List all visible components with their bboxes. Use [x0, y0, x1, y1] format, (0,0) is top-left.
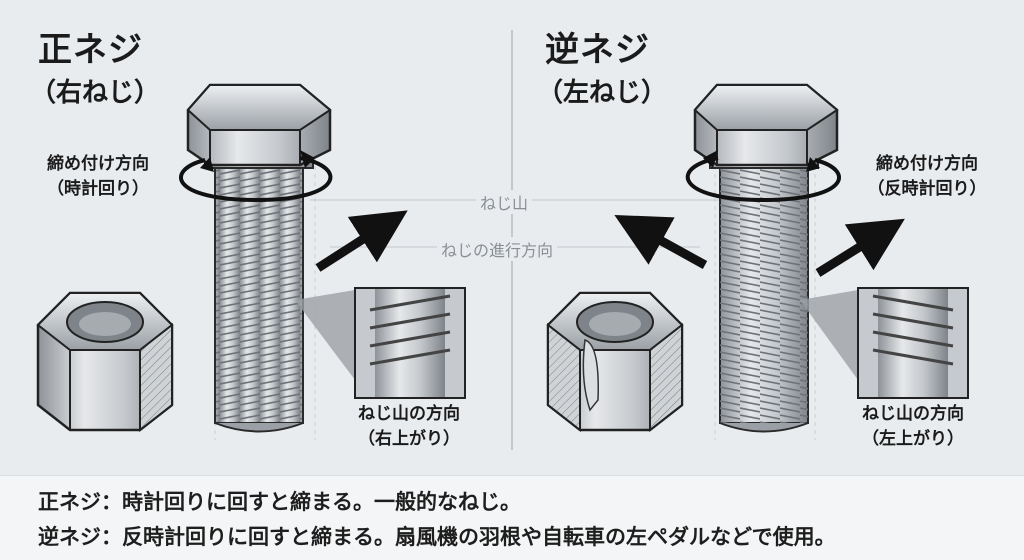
- right-thread-direction: ねじ山の方向 （左上がり）: [838, 402, 988, 452]
- left-tighten-label-1: 締め付け方向: [47, 154, 149, 174]
- retreat-arrow-right-bolt: [614, 214, 708, 269]
- left-thread-direction-2: （右上がり）: [358, 429, 460, 449]
- left-tighten-label-2: （時計回り）: [47, 179, 149, 199]
- advance-arrow-left-bolt: [315, 210, 408, 272]
- thread-zoom-right: [857, 287, 969, 399]
- thread-zoom-left: [354, 287, 466, 399]
- footer-line-right-hand: 正ネジ：時計回りに回すと締まる。一般的なねじ。: [38, 490, 521, 514]
- screw-diagram: [36, 30, 969, 450]
- left-tighten-label: 締め付け方向 （時計回り）: [18, 152, 178, 202]
- left-hand-thread-subtitle: （左ねじ）: [537, 78, 668, 108]
- footer-caption: 正ネジ：時計回りに回すと締まる。一般的なねじ。 逆ネジ：反時計回りに回すと締まる…: [0, 475, 1024, 560]
- right-hand-nut: [36, 291, 174, 433]
- advance-arrow-right-bolt: [815, 218, 905, 277]
- right-hand-thread-title: 正ネジ: [38, 30, 143, 70]
- counterclockwise-rotation-arrow: [685, 150, 841, 203]
- advance-direction-label: ねじの進行方向: [437, 237, 558, 261]
- right-tighten-label: 締め付け方向 （反時計回り）: [842, 152, 1012, 202]
- left-thread-direction: ねじ山の方向 （右上がり）: [334, 402, 484, 452]
- right-hand-bolt: [186, 83, 332, 433]
- right-tighten-label-1: 締め付け方向: [876, 154, 978, 174]
- clockwise-rotation-arrow: [179, 150, 333, 203]
- left-hand-thread-title: 逆ネジ: [545, 30, 650, 70]
- left-hand-bolt: [693, 83, 839, 433]
- diagram-stage: 正ネジ （右ねじ） 逆ネジ （左ねじ） 締め付け方向 （時計回り） 締め付け方向…: [18, 30, 1012, 452]
- left-thread-direction-1: ねじ山の方向: [358, 404, 460, 424]
- right-thread-direction-2: （左上がり）: [862, 429, 964, 449]
- footer-line-left-hand: 逆ネジ：反時計回りに回すと締まる。扇風機の羽根や自転車の左ペダルなどで使用。: [38, 525, 836, 549]
- left-hand-nut: [546, 291, 684, 433]
- right-tighten-label-2: （反時計回り）: [867, 179, 987, 199]
- right-thread-direction-1: ねじ山の方向: [862, 404, 964, 424]
- thread-label: ねじ山: [476, 190, 533, 214]
- right-hand-thread-subtitle: （右ねじ）: [30, 78, 161, 108]
